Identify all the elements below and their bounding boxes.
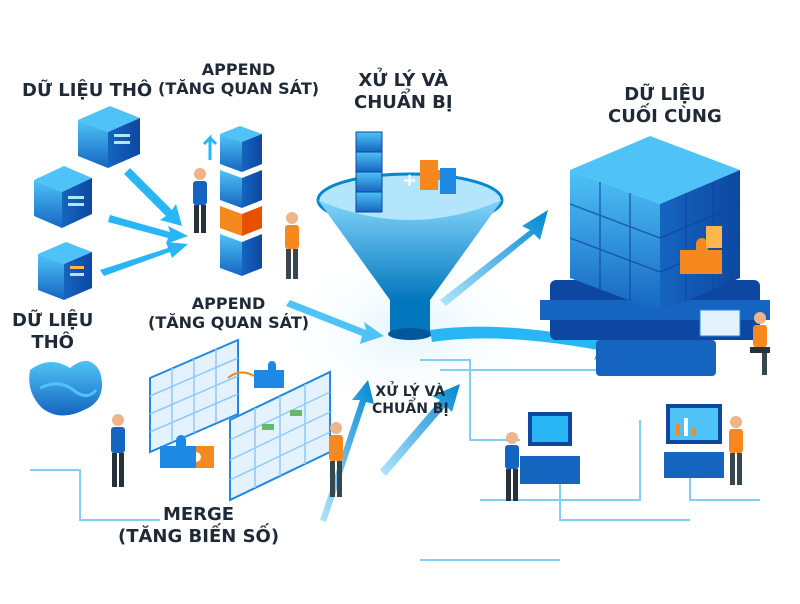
merge-table-left xyxy=(149,338,239,454)
raw-to-append-arrows xyxy=(100,168,188,276)
person-append-right xyxy=(285,212,299,279)
raw-cube-1 xyxy=(78,106,140,168)
label-merge: MERGE(TĂNG BIẾN SỐ) xyxy=(118,504,280,547)
raw-data-cubes xyxy=(29,106,140,416)
label-append-top: APPEND(TĂNG QUAN SÁT) xyxy=(158,60,320,99)
label-append-mid: APPEND(TĂNG QUAN SÁT) xyxy=(148,294,310,333)
label-raw-data-top: DỮ LIỆU THÔ xyxy=(22,80,153,101)
merge-table-right xyxy=(229,370,331,502)
funnel-input-cubes: + xyxy=(355,131,456,213)
person-final-desk xyxy=(699,309,770,375)
workstation-right xyxy=(664,404,743,485)
append-stack xyxy=(202,126,262,276)
person-append-left xyxy=(193,168,207,233)
workstation-left xyxy=(505,412,580,501)
raw-cube-2 xyxy=(34,166,92,228)
final-data-server xyxy=(540,136,770,376)
svg-text:+: + xyxy=(402,170,417,191)
merge-puzzle-pieces xyxy=(160,361,284,468)
person-merge-left xyxy=(111,414,125,487)
person-merge-right xyxy=(329,422,343,497)
raw-blob xyxy=(29,360,103,416)
raw-cube-3 xyxy=(38,242,92,300)
